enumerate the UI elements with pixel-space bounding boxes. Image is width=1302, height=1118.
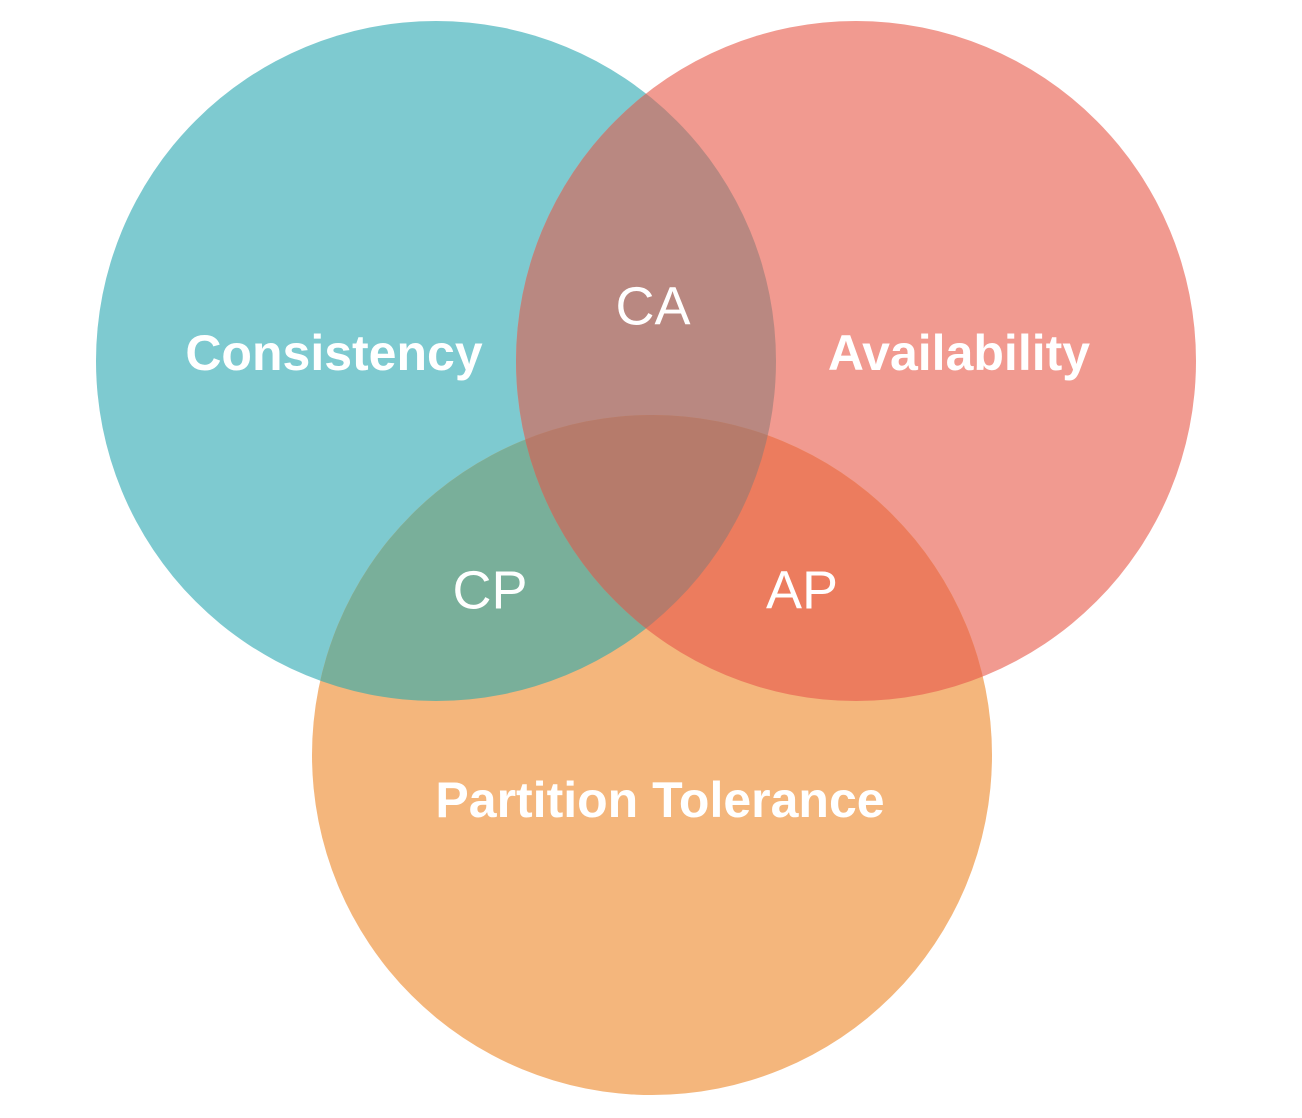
availability-label: Availability	[828, 325, 1090, 381]
cp-overlap	[312, 415, 776, 701]
consistency-label: Consistency	[185, 325, 483, 381]
ap-region-label: AP	[766, 560, 838, 620]
ca-region-label: CA	[615, 276, 690, 336]
cp-region-label: CP	[452, 560, 527, 620]
partition-tolerance-label: Partition Tolerance	[435, 772, 884, 828]
ap-overlap	[516, 415, 992, 701]
